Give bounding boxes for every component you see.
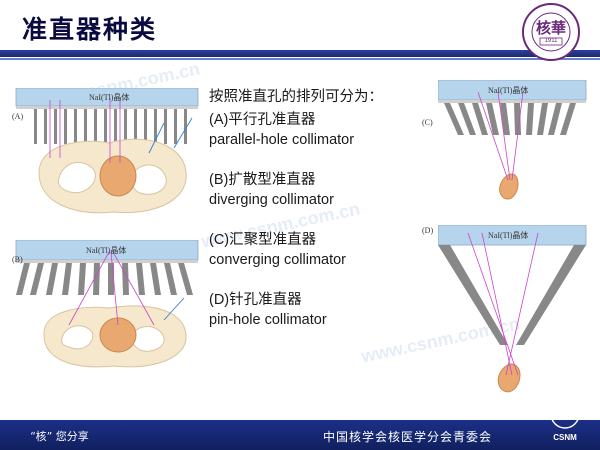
item-a-en: parallel-hole collimator <box>209 132 355 148</box>
university-seal-logo <box>522 3 580 61</box>
panel-label-a: (A) <box>12 112 24 121</box>
header-underline <box>0 58 600 60</box>
item-d-cn: (D)针孔准直器 <box>209 292 302 308</box>
diagram-pin-hole: NaI(Tl)晶体 <box>438 225 587 393</box>
item-c-cn: (C)汇聚型准直器 <box>209 232 317 248</box>
panel-label-d: (D) <box>422 226 434 235</box>
seal-emblem: 核華 <box>535 19 566 37</box>
item-b-cn: (B)扩散型准直器 <box>209 172 316 188</box>
footer-organization: 中国核学会核医学分会青委会 <box>323 430 493 444</box>
footer-bar: “核” 您分享 中国核学会核医学分会青委会 <box>0 420 600 450</box>
crystal-label-b: NaI(Tl)晶体 <box>86 245 126 255</box>
seal-year: 1911 <box>544 38 558 44</box>
csnm-logo-text: CSNM <box>553 433 577 442</box>
item-d-en: pin-hole collimator <box>209 312 327 328</box>
diagram-diverging: NaI(Tl)晶体 <box>15 240 199 368</box>
list-item: (C)汇聚型准直器 converging collimator <box>209 230 439 270</box>
list-item: (B)扩散型准直器 diverging collimator <box>209 170 439 210</box>
item-a-cn: (A)平行孔准直器 <box>209 112 316 128</box>
footer-slogan: “核” 您分享 <box>30 430 89 443</box>
list-item: (A)平行孔准直器 parallel-hole collimator <box>209 110 439 150</box>
panel-label-c: (C) <box>422 118 433 127</box>
list-intro: 按照准直孔的排列可分为： <box>209 89 383 105</box>
page-title: 准直器种类 <box>22 15 158 44</box>
csnm-logo-icon <box>550 399 580 429</box>
crystal-label-a: NaI(Tl)晶体 <box>89 92 129 102</box>
list-item: (D)针孔准直器 pin-hole collimator <box>209 290 439 330</box>
item-b-en: diverging collimator <box>209 192 334 208</box>
item-c-en: converging collimator <box>209 252 347 268</box>
diagram-parallel-hole: NaI(Tl)晶体 <box>15 88 199 214</box>
crystal-label-c: NaI(Tl)晶体 <box>488 85 528 95</box>
collimator-list: 按照准直孔的排列可分为： (A)平行孔准直器 parallel-hole col… <box>209 85 439 350</box>
diagram-converging: NaI(Tl)晶体 <box>438 80 587 200</box>
header-bar <box>0 50 600 57</box>
panel-label-b: (B) <box>12 255 23 264</box>
crystal-label-d: NaI(Tl)晶体 <box>488 230 528 240</box>
